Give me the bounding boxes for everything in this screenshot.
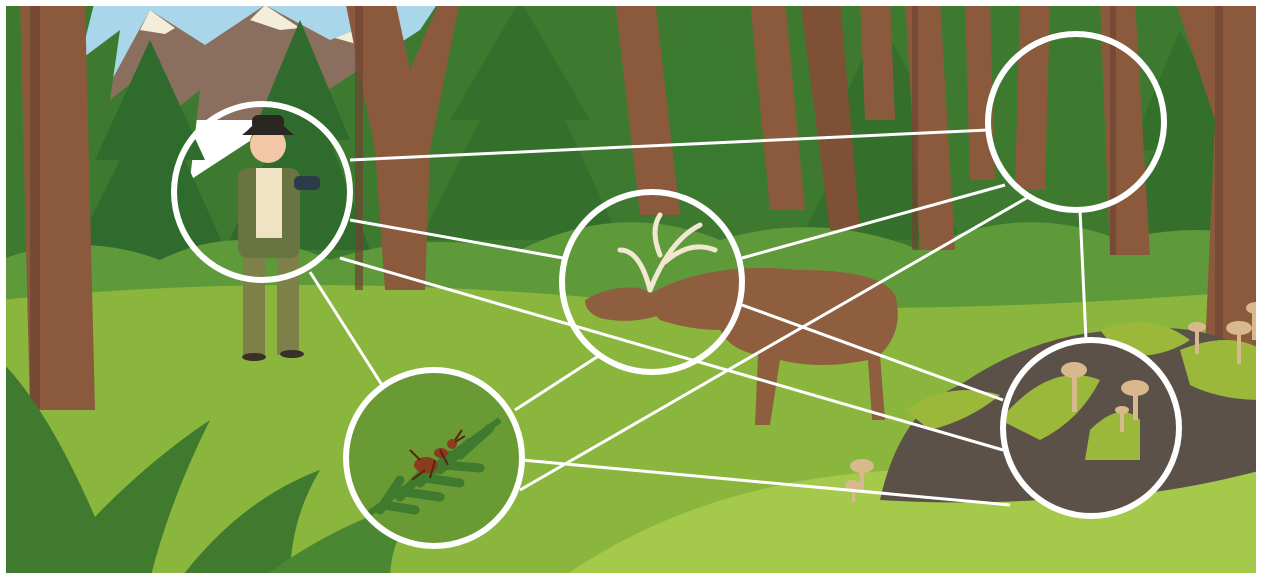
forest-ecosystem-illustration <box>0 0 1262 579</box>
